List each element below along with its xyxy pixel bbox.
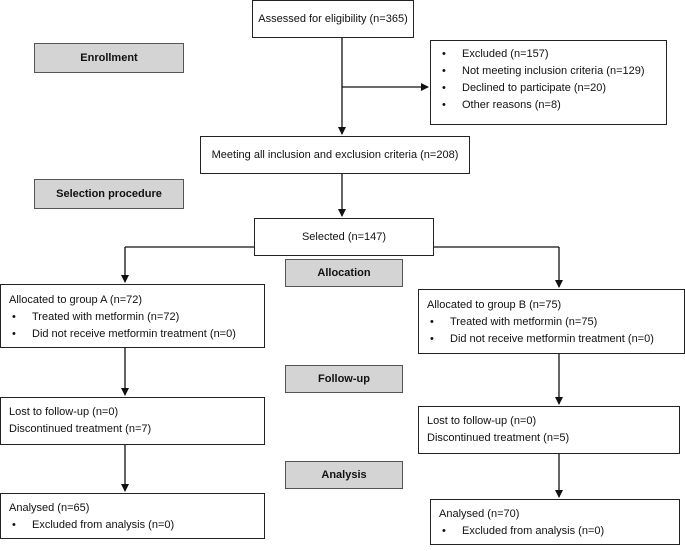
selected-box: Selected (n=147) bbox=[254, 218, 434, 256]
group-a-analysis-box: Analysed (n=65) Excluded from analysis (… bbox=[0, 493, 265, 539]
group-b-allocation-box: Allocated to group B (n=75) Treated with… bbox=[418, 289, 685, 354]
group-b-item: Treated with metformin (n=75) bbox=[427, 314, 676, 331]
excluded-item: Other reasons (n=8) bbox=[439, 97, 658, 114]
stage-selection-procedure: Selection procedure bbox=[34, 179, 184, 209]
stage-allocation: Allocation bbox=[285, 259, 403, 287]
stage-enrollment: Enrollment bbox=[34, 43, 184, 73]
group-b-discontinued: Discontinued treatment (n=5) bbox=[427, 432, 570, 444]
group-b-analysis-box: Analysed (n=70) Excluded from analysis (… bbox=[430, 499, 680, 545]
group-b-followup-box: Lost to follow-up (n=0) Discontinued tre… bbox=[418, 406, 680, 454]
group-b-title: Allocated to group B (n=75) bbox=[427, 299, 562, 311]
assessed-text: Assessed for eligibility (n=365) bbox=[258, 12, 408, 25]
group-b-item: Did not receive metformin treatment (n=0… bbox=[427, 331, 676, 348]
group-a-discontinued: Discontinued treatment (n=7) bbox=[9, 423, 152, 435]
assessed-box: Assessed for eligibility (n=365) bbox=[252, 0, 414, 38]
group-a-title: Allocated to group A (n=72) bbox=[9, 294, 143, 306]
meeting-criteria-text: Meeting all inclusion and exclusion crit… bbox=[211, 148, 459, 161]
group-a-item: Did not receive metformin treatment (n=0… bbox=[9, 326, 256, 343]
excluded-box: Excluded (n=157) Not meeting inclusion c… bbox=[430, 40, 667, 125]
group-b-lost: Lost to follow-up (n=0) bbox=[427, 415, 537, 427]
excluded-item: Not meeting inclusion criteria (n=129) bbox=[439, 63, 658, 80]
excluded-title: Excluded (n=157) bbox=[439, 46, 658, 63]
meeting-criteria-box: Meeting all inclusion and exclusion crit… bbox=[200, 136, 470, 174]
group-b-excluded-analysis: Excluded from analysis (n=0) bbox=[439, 523, 671, 540]
group-b-analysed: Analysed (n=70) bbox=[439, 508, 520, 520]
selected-text: Selected (n=147) bbox=[301, 230, 387, 243]
group-a-lost: Lost to follow-up (n=0) bbox=[9, 406, 119, 418]
group-a-allocation-box: Allocated to group A (n=72) Treated with… bbox=[0, 284, 265, 348]
group-a-followup-box: Lost to follow-up (n=0) Discontinued tre… bbox=[0, 397, 265, 445]
group-a-excluded-analysis: Excluded from analysis (n=0) bbox=[9, 517, 256, 534]
stage-analysis: Analysis bbox=[285, 461, 403, 489]
group-a-item: Treated with metformin (n=72) bbox=[9, 309, 256, 326]
stage-follow-up: Follow-up bbox=[285, 365, 403, 393]
excluded-item: Declined to participate (n=20) bbox=[439, 80, 658, 97]
group-a-analysed: Analysed (n=65) bbox=[9, 502, 90, 514]
